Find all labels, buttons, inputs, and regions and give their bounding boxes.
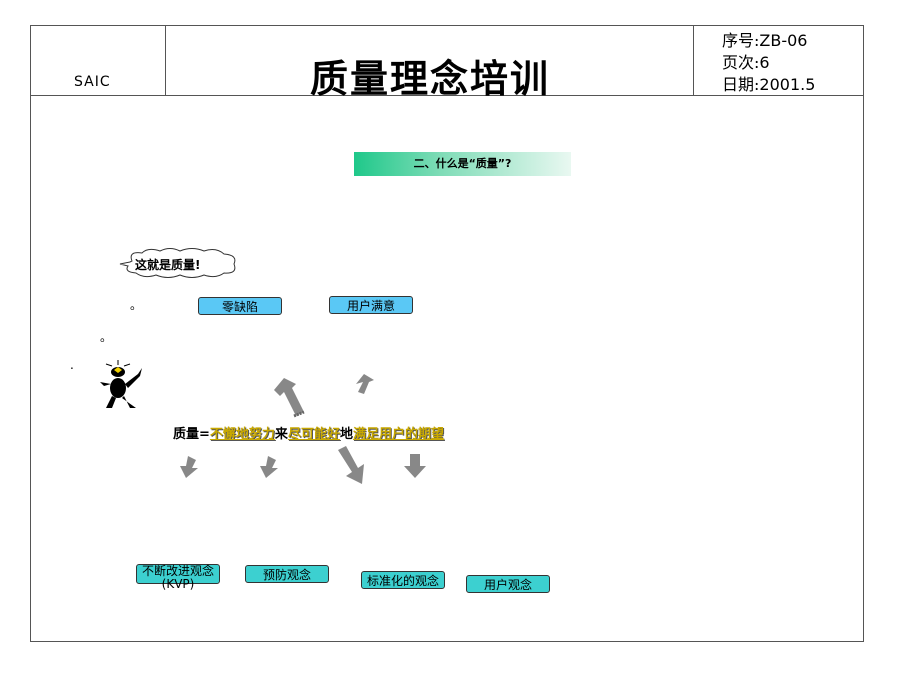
- continuous-improvement-box: 不断改进观念(KVP): [136, 564, 220, 591]
- date-label: 日期:: [722, 75, 760, 94]
- customer-concept-box: 用户观念: [466, 575, 550, 593]
- date-row: 日期:2001.5: [722, 75, 815, 95]
- zero-defect-box: 零缺陷: [198, 297, 282, 315]
- dot-2: 。: [100, 330, 113, 344]
- stick-figure-icon: [100, 360, 142, 408]
- arrow-icon: [274, 378, 305, 418]
- serial-value: ZB-06: [759, 31, 808, 50]
- formula-part-2: 尽可能好: [287, 427, 340, 442]
- formula-part-3: 满足用户的期望: [352, 427, 444, 442]
- arrow-icon: [180, 456, 198, 478]
- formula-conn-2: 地: [339, 427, 353, 442]
- dot-1: 。: [130, 298, 143, 312]
- standardization-box: 标准化的观念: [361, 571, 445, 589]
- page-row: 页次:6: [722, 53, 770, 73]
- header-divider-left: [165, 25, 166, 95]
- formula-part-1: 不懈地努力: [209, 427, 275, 442]
- section-banner: 二、什么是“质量”?: [354, 152, 571, 176]
- quality-formula: 质量=不懈地努力来尽可能好地满足用户的期望: [173, 423, 444, 442]
- header-divider-right: [693, 25, 694, 95]
- company-name: SAIC: [74, 74, 111, 90]
- page-title: 质量理念培训: [309, 56, 550, 101]
- header-divider: [30, 95, 864, 96]
- dot-3: .: [70, 358, 74, 372]
- speech-bubble-text: 这就是质量!: [135, 258, 201, 272]
- date-value: 2001.5: [759, 75, 816, 94]
- page-value: 6: [759, 53, 770, 72]
- page-label: 页次:: [722, 53, 760, 72]
- thinking-cloud-icon: [119, 248, 236, 278]
- serial-label: 序号:: [722, 31, 760, 50]
- prevention-box: 预防观念: [245, 565, 329, 583]
- arrow-icon: [338, 446, 364, 484]
- arrow-icon: [404, 454, 426, 478]
- serial-row: 序号:ZB-06: [722, 31, 807, 51]
- customer-satisfaction-box: 用户满意: [329, 296, 413, 314]
- arrow-icon: [260, 456, 278, 478]
- formula-prefix: 质量=: [173, 427, 210, 442]
- formula-conn-1: 来: [274, 427, 288, 442]
- arrow-icon: [356, 374, 374, 394]
- slide-frame: [30, 25, 864, 642]
